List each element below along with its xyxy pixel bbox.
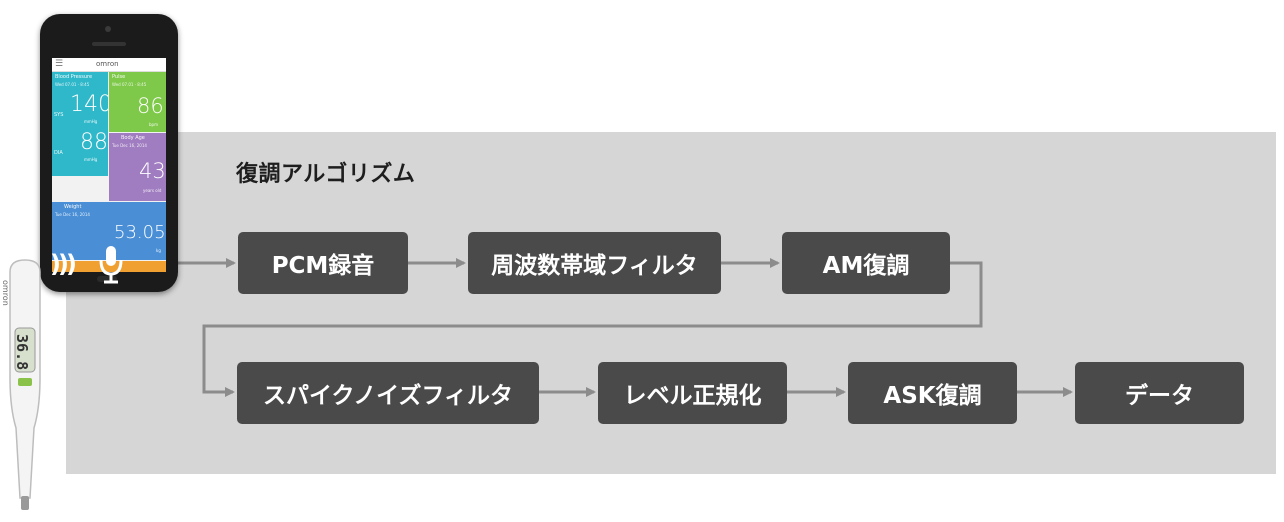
- arrow-am-to-spike: [202, 261, 983, 397]
- speaker-grille: [92, 42, 126, 46]
- app-brand: omron: [96, 60, 119, 68]
- dia-unit: mmHg: [84, 157, 98, 162]
- thermometer-reading: 36.8: [13, 334, 31, 371]
- tile-pulse: Pulse Wed 07.01 · 8:45 86 bpm: [109, 72, 166, 132]
- sys-value: 140: [70, 92, 108, 117]
- weight-value: 53.05: [114, 222, 166, 243]
- dia-value: 88: [80, 130, 108, 155]
- step-spike-noise-filter: スパイクノイズフィルタ: [237, 362, 539, 424]
- step-data: データ: [1075, 362, 1244, 424]
- thermometer: [9, 259, 41, 510]
- sys-unit: mmHg: [84, 119, 98, 124]
- diagram-title: 復調アルゴリズム: [236, 162, 416, 187]
- tile-date: Wed 07.01 · 8:45: [112, 82, 147, 87]
- dia-label: DIA: [54, 150, 63, 156]
- tile-title: Body Age: [121, 135, 145, 141]
- pulse-value: 86: [137, 94, 164, 118]
- step-bandpass-filter: 周波数帯域フィルタ: [468, 232, 721, 294]
- tile-title: Weight: [64, 204, 82, 210]
- step-am-demodulation: AM復調: [782, 232, 950, 294]
- tile-date: Wed 07.01 · 8:45: [55, 82, 90, 87]
- home-indicator: [97, 276, 117, 282]
- step-level-normalization: レベル正規化: [598, 362, 787, 424]
- tile-partial: [52, 261, 166, 272]
- phone-screen: ☰ omron Blood Pressure Wed 07.01 · 8:45 …: [52, 58, 166, 272]
- step-ask-demodulation: ASK復調: [848, 362, 1017, 424]
- sound-waves-icon: ))): [50, 250, 77, 278]
- tile-title: Blood Pressure: [55, 74, 93, 80]
- tile-date: Tue Dec 16, 2014: [55, 212, 90, 217]
- pulse-unit: bpm: [149, 122, 158, 127]
- step-pcm-recording: PCM録音: [238, 232, 408, 294]
- smartphone: ☰ omron Blood Pressure Wed 07.01 · 8:45 …: [40, 14, 178, 292]
- body-age-unit: years old: [143, 188, 162, 193]
- weight-unit: kg: [156, 248, 161, 253]
- microphone-icon: [99, 246, 123, 284]
- menu-icon: ☰: [55, 59, 64, 69]
- app-header: ☰ omron: [52, 58, 166, 72]
- camera-icon: [105, 26, 111, 32]
- body-age-value: 43: [139, 159, 166, 183]
- tile-date: Tue Dec 16, 2014: [112, 143, 147, 148]
- tile-title: Pulse: [112, 74, 126, 80]
- sys-label: SYS: [54, 112, 64, 118]
- tile-blood-pressure: Blood Pressure Wed 07.01 · 8:45 SYS 140 …: [52, 72, 108, 176]
- tile-body-age: Body Age Tue Dec 16, 2014 43 years old: [109, 133, 166, 201]
- thermometer-brand: omron: [1, 280, 10, 306]
